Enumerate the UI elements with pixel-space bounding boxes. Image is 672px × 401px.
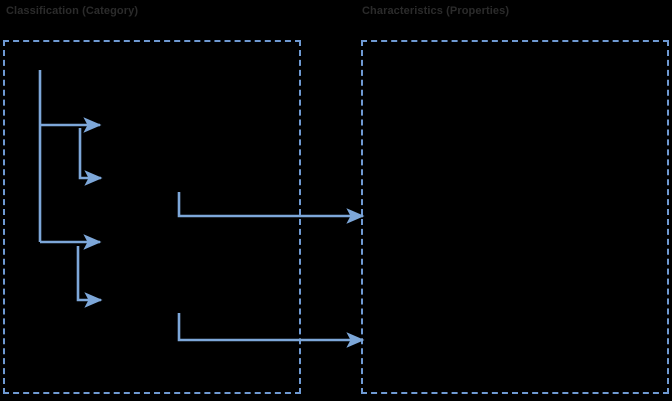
classification-zone — [3, 40, 301, 394]
left-panel-title: Classification (Category) — [6, 5, 139, 17]
right-panel-title: Characteristics (Properties) — [362, 5, 510, 17]
characteristics-zone — [361, 40, 669, 394]
